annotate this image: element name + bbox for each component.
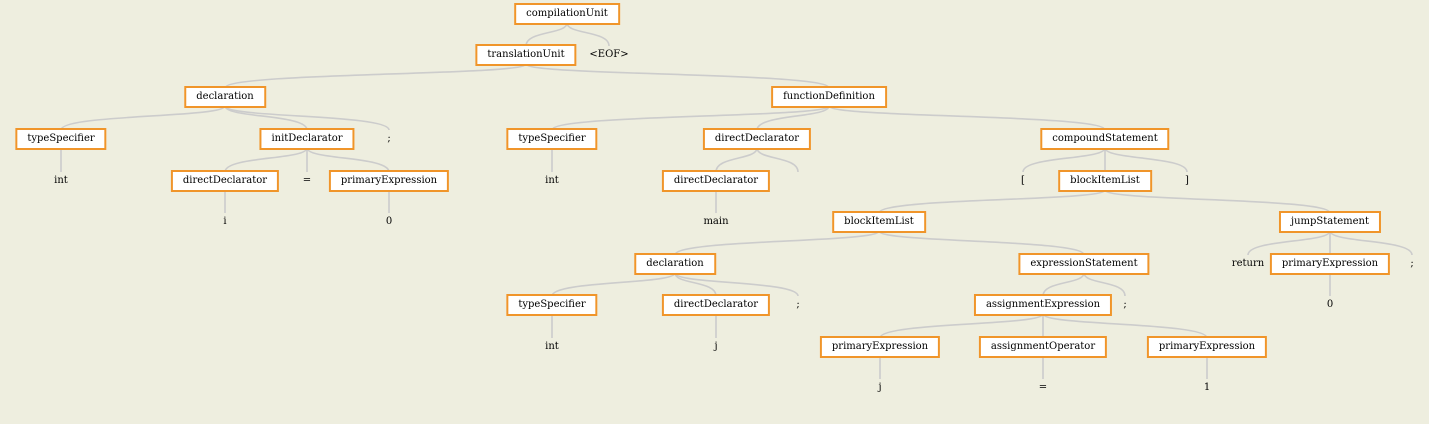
edge-n16-n20 — [756, 147, 799, 173]
edge-n38-n40 — [879, 313, 1044, 339]
token-node-main: main — [703, 216, 729, 227]
edge-n17-n24 — [1104, 147, 1188, 173]
rule-node-blockitemlist: blockItemList — [832, 211, 926, 233]
rule-node-typespecifier: typeSpecifier — [506, 294, 598, 316]
token-node-eof: <EOF> — [589, 49, 629, 60]
edge-n5-n15 — [551, 105, 830, 131]
token-node-symbol: ; — [1123, 299, 1127, 310]
edge-n38-n42 — [1042, 313, 1208, 339]
token-node-symbol: = — [1038, 382, 1048, 393]
rule-node-declaration: declaration — [634, 253, 716, 275]
rule-node-primaryexpression: primaryExpression — [819, 336, 941, 358]
edge-n26-n31 — [1329, 230, 1413, 256]
rule-node-declaration: declaration — [184, 86, 266, 108]
token-node-int: int — [545, 341, 559, 352]
edge-n5-n17 — [828, 105, 1106, 131]
token-node-symbol: ] — [1185, 175, 1189, 186]
rule-node-compoundstatement: compoundStatement — [1040, 128, 1170, 150]
edge-n2-n4 — [224, 63, 527, 89]
token-node-symbol: ; — [387, 133, 391, 144]
edge-n23-n26 — [1104, 189, 1331, 214]
token-node-symbol: = — [302, 175, 312, 186]
token-node-symbol: [ — [1021, 175, 1025, 186]
rule-node-directdeclarator: directDeclarator — [170, 170, 280, 192]
edge-n4-n7 — [224, 105, 308, 131]
token-node-j: j — [714, 341, 718, 352]
rule-node-assignmentexpression: assignmentExpression — [973, 294, 1113, 316]
token-node-j: j — [878, 382, 882, 393]
edge-n5-n16 — [756, 105, 830, 131]
token-node-i: i — [223, 216, 227, 227]
rule-node-directdeclarator: directDeclarator — [702, 128, 812, 150]
rule-node-compilationunit: compilationUnit — [514, 3, 620, 25]
token-node-symbol: ; — [796, 299, 800, 310]
token-node-0: 0 — [1326, 299, 1334, 310]
rule-node-primaryexpression: primaryExpression — [1146, 336, 1268, 358]
rule-node-primaryexpression: primaryExpression — [1269, 253, 1391, 275]
edge-n16-n19 — [715, 147, 758, 173]
edge-n1-n3 — [566, 22, 610, 47]
edge-n17-n22 — [1022, 147, 1106, 173]
rule-node-primaryexpression: primaryExpression — [328, 170, 450, 192]
rule-node-typespecifier: typeSpecifier — [15, 128, 107, 150]
edge-n28-n39 — [1083, 272, 1126, 297]
token-node-int: int — [54, 175, 68, 186]
edge-n27-n35 — [674, 272, 799, 297]
rule-node-blockitemlist: blockItemList — [1058, 170, 1152, 192]
rule-node-functiondefinition: functionDefinition — [771, 86, 887, 108]
edge-n25-n28 — [878, 230, 1085, 256]
edge-n7-n10 — [224, 147, 308, 173]
rule-node-directdeclarator: directDeclarator — [661, 294, 771, 316]
edge-n4-n6 — [60, 105, 226, 131]
rule-node-initdeclarator: initDeclarator — [259, 128, 355, 150]
rule-node-expressionstatement: expressionStatement — [1018, 253, 1150, 275]
token-node-int: int — [545, 175, 559, 186]
edge-n23-n25 — [878, 189, 1106, 214]
token-node-0: 0 — [385, 216, 393, 227]
rule-node-translationunit: translationUnit — [475, 44, 577, 66]
token-node-symbol: ; — [1410, 258, 1414, 269]
rule-node-directdeclarator: directDeclarator — [661, 170, 771, 192]
token-node-return: return — [1231, 258, 1265, 269]
token-node-1: 1 — [1203, 382, 1211, 393]
rule-node-jumpstatement: jumpStatement — [1278, 211, 1382, 233]
rule-node-typespecifier: typeSpecifier — [506, 128, 598, 150]
edge-n26-n29 — [1247, 230, 1331, 256]
edge-n28-n38 — [1042, 272, 1085, 297]
edge-n27-n34 — [674, 272, 717, 297]
edge-n4-n8 — [224, 105, 390, 131]
edge-n25-n27 — [674, 230, 880, 256]
edge-n1-n2 — [525, 22, 568, 47]
edge-n7-n12 — [306, 147, 390, 173]
edge-n27-n33 — [551, 272, 676, 297]
rule-node-assignmentoperator: assignmentOperator — [978, 336, 1108, 358]
edge-n2-n5 — [525, 63, 830, 89]
